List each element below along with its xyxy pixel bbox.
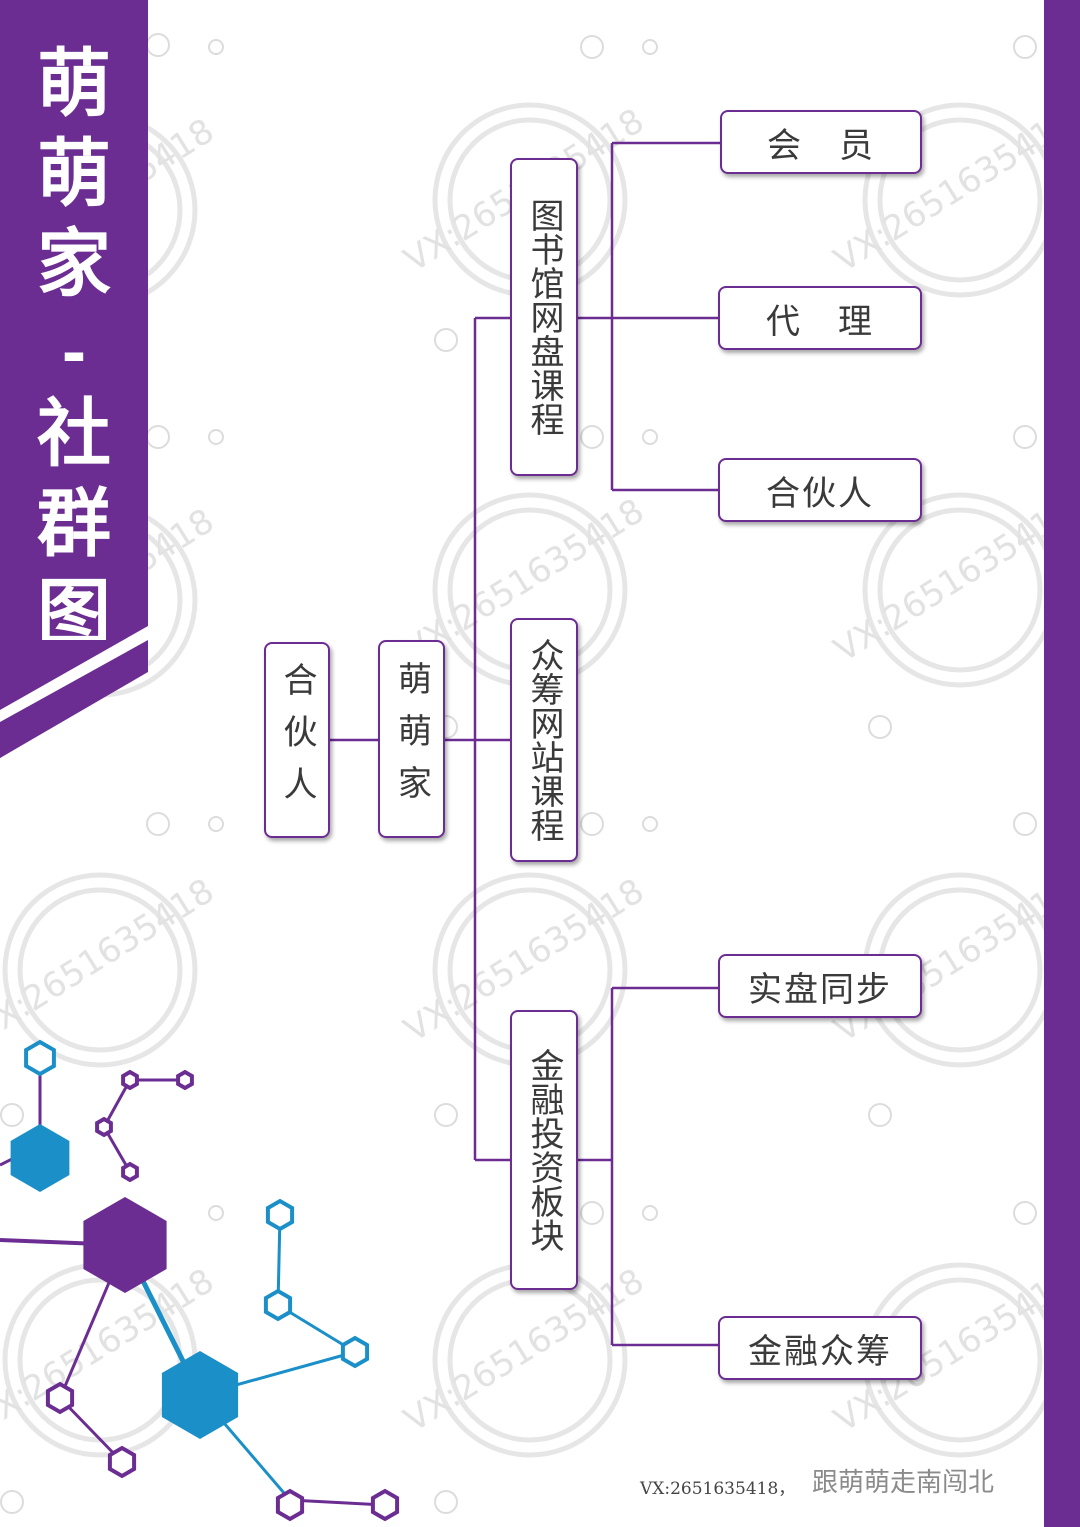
- decor-dot: [642, 1205, 658, 1221]
- decor-dot: [1013, 425, 1037, 449]
- decor-dot: [642, 39, 658, 55]
- decor-dot: [208, 816, 224, 832]
- node-partner: 合伙人: [264, 642, 330, 838]
- decor-dot: [434, 328, 458, 352]
- decor-dot: [208, 39, 224, 55]
- decor-dot: [434, 1103, 458, 1127]
- node-leaf-finance-crowdfunding-label: 金融众筹: [748, 1331, 892, 1372]
- molecule-node-small: [370, 1488, 400, 1522]
- decor-dot: [642, 429, 658, 445]
- molecule-node-small: [265, 1198, 295, 1232]
- node-branch-finance-label: 金融投资板块: [524, 1048, 564, 1252]
- banner-char: 社: [37, 391, 111, 477]
- node-leaf-finance-crowdfunding: 金融众筹: [718, 1316, 922, 1380]
- molecule-node-small: [176, 1069, 194, 1091]
- banner-char: 萌: [37, 41, 111, 127]
- decor-dot: [580, 35, 604, 59]
- decor-dot: [208, 429, 224, 445]
- decor-dot: [434, 1490, 458, 1514]
- node-root: 萌萌家: [378, 640, 445, 838]
- decor-dot: [580, 425, 604, 449]
- node-leaf-agent: 代 理: [718, 286, 922, 350]
- molecule-node-small: [107, 1445, 137, 1479]
- molecule-node-large: [83, 1197, 167, 1293]
- decor-dot: [0, 1103, 24, 1127]
- decor-dot: [868, 715, 892, 739]
- node-leaf-partner: 合伙人: [718, 458, 922, 522]
- node-branch-library: 图书馆网盘课程: [510, 158, 578, 476]
- node-leaf-member: 会 员: [720, 110, 922, 174]
- banner-char: 群: [37, 481, 111, 567]
- decor-dot: [1013, 1201, 1037, 1225]
- node-leaf-live-label: 实盘同步: [748, 969, 892, 1010]
- molecule-node-small: [45, 1381, 75, 1415]
- molecule-node-small: [340, 1335, 370, 1369]
- node-leaf-live: 实盘同步: [718, 954, 922, 1018]
- decor-dot: [1013, 812, 1037, 836]
- decor-dot: [868, 1103, 892, 1127]
- molecule-node-small: [275, 1488, 305, 1522]
- node-leaf-partner-label: 合伙人: [766, 473, 874, 514]
- decor-dot: [580, 812, 604, 836]
- molecule-node-small: [121, 1069, 139, 1091]
- banner-diagonal: [0, 626, 148, 758]
- wechat-account-label: 跟萌萌走南闯北: [812, 1468, 995, 1498]
- banner-dash: -: [61, 319, 87, 389]
- molecule-node-small: [24, 1039, 56, 1077]
- decor-dot: [642, 816, 658, 832]
- molecule-bond: [289, 1498, 386, 1507]
- footer-text: VX:2651635418，: [640, 1479, 796, 1499]
- decor-dot: [580, 1201, 604, 1225]
- decor-dot: [0, 1490, 24, 1514]
- node-branch-crowdfunding: 众筹网站课程: [510, 618, 578, 862]
- molecule-bond: [58, 1396, 124, 1464]
- node-branch-crowdfunding-label: 众筹网站课程: [524, 638, 564, 842]
- molecule-node-small: [121, 1161, 139, 1183]
- decor-dot: [1013, 35, 1037, 59]
- banner-char: 家: [37, 221, 111, 307]
- molecule-node-large: [161, 1351, 239, 1439]
- molecule-node-small: [263, 1288, 293, 1322]
- node-leaf-agent-label: 代 理: [766, 301, 874, 342]
- decor-dot: [146, 812, 170, 836]
- node-branch-library-label: 图书馆网盘课程: [524, 198, 564, 436]
- node-leaf-member-label: 会 员: [767, 125, 875, 166]
- molecule-bond: [102, 1079, 132, 1128]
- right-accent-bar: [1044, 0, 1080, 1527]
- node-branch-finance: 金融投资板块: [510, 1010, 578, 1290]
- node-partner-label: 合伙人: [277, 662, 317, 818]
- banner-char: 萌: [37, 131, 111, 217]
- molecule-node-large: [10, 1124, 70, 1192]
- node-root-label: 萌萌家: [391, 661, 432, 817]
- decor-dot: [208, 1205, 224, 1221]
- molecule-node-small: [95, 1116, 113, 1138]
